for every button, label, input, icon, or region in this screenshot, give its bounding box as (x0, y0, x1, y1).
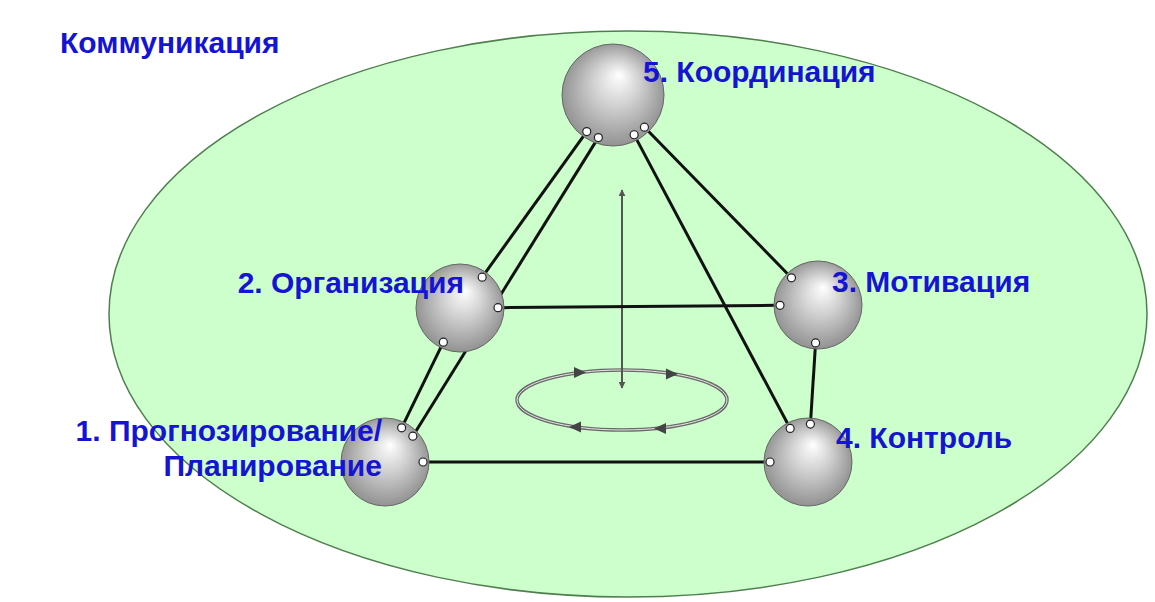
connector-dot (398, 424, 406, 432)
connector-dot (478, 273, 486, 281)
connector-dot (630, 131, 638, 139)
connector-dot (583, 128, 591, 136)
function-label: 3. Мотивация (832, 265, 1030, 300)
vertical-double-arrow (621, 190, 623, 388)
connector-dot (776, 301, 784, 309)
connector-dot (786, 424, 794, 432)
communication-region: 5. Координация 2. Организация 3. Мотивация… (108, 30, 1148, 598)
connector-dot (766, 458, 774, 466)
function-label: 4. Контроль (836, 421, 1012, 456)
connector-dot (439, 338, 447, 346)
region-title: Коммуникация (60, 26, 280, 61)
connector-dot (419, 458, 427, 466)
connector-dot (806, 420, 814, 428)
function-label: 5. Координация (643, 55, 876, 90)
connector-dot (640, 123, 648, 131)
function-sphere: 4. Контроль (763, 417, 853, 507)
function-label: 1. Прогнозирование/ Планирование (2, 414, 382, 483)
connector-dot (812, 339, 820, 347)
connector-dot (787, 274, 795, 282)
connector-dot (494, 304, 502, 312)
region-ellipse (109, 31, 1147, 597)
function-sphere: 5. Координация (561, 43, 665, 147)
connector-line (428, 461, 765, 464)
function-sphere: 2. Организация (415, 263, 505, 353)
connector-dot (594, 134, 602, 142)
function-sphere: 1. Прогнозирование/ Планирование (340, 417, 430, 507)
function-label: 2. Организация (238, 266, 464, 301)
connector-dot (409, 432, 417, 440)
function-sphere: 3. Мотивация (773, 260, 863, 350)
